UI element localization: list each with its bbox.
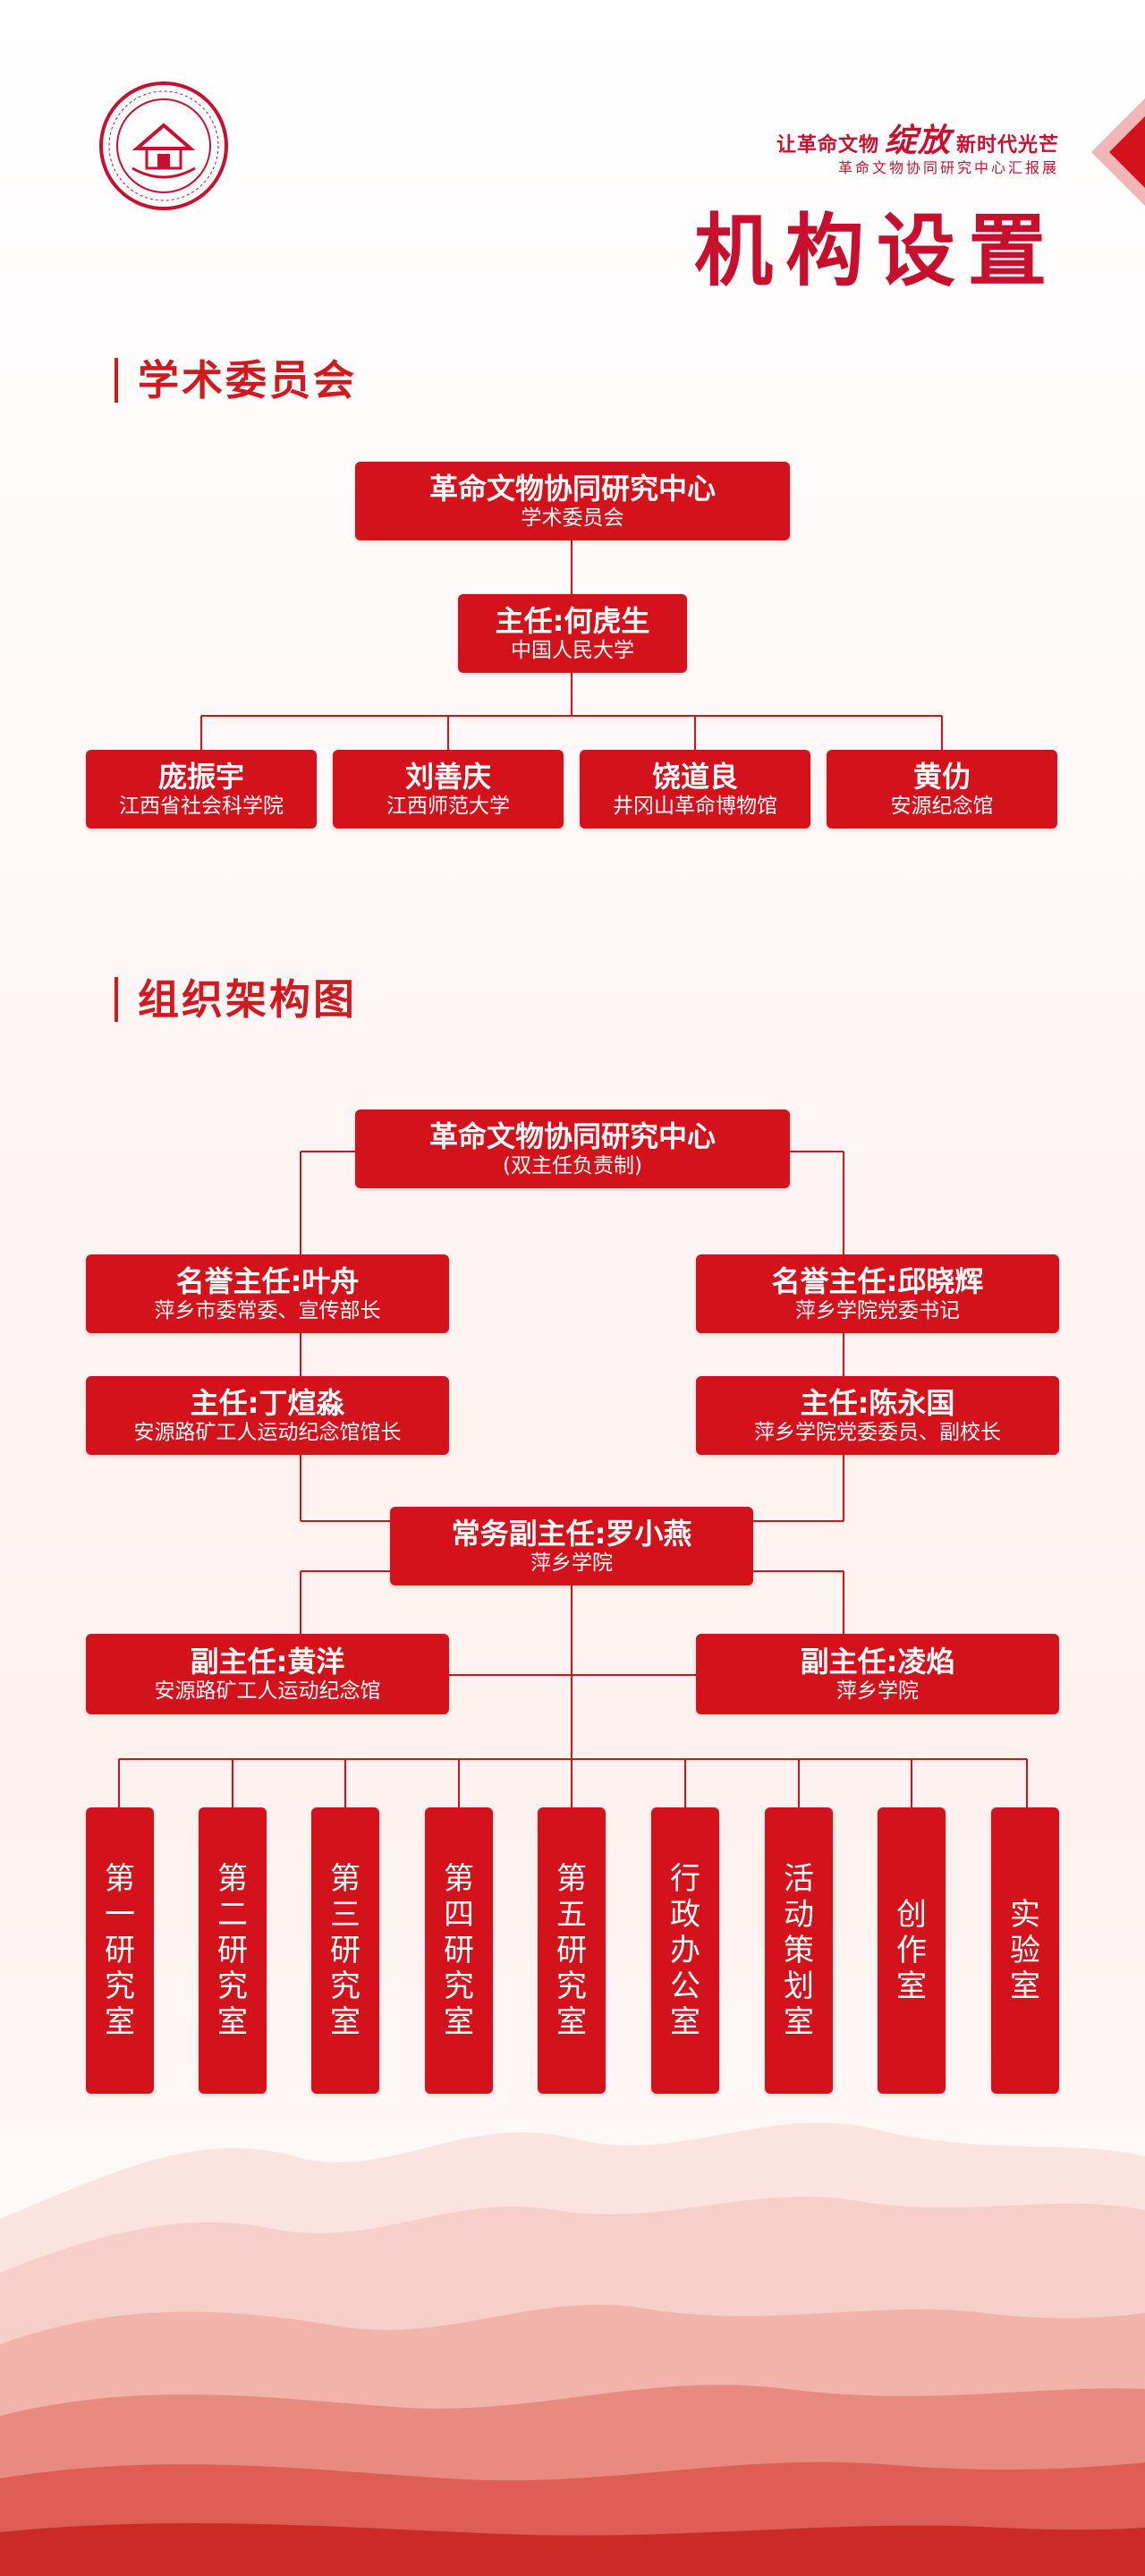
department-label: 第一研究室	[105, 1861, 135, 2040]
department-box: 第五研究室	[538, 1807, 606, 2094]
box-title: 刘善庆	[404, 760, 491, 794]
slogan-big: 绽放	[884, 122, 951, 159]
page-title: 机构设置	[693, 204, 1059, 297]
deputy-director-right-box: 副主任:凌焰 萍乡学院	[696, 1634, 1059, 1714]
academic-member-box: 庞振宇 江西省社会科学院	[86, 750, 317, 829]
department-label: 第四研究室	[444, 1861, 474, 2040]
department-box: 第一研究室	[86, 1807, 154, 2094]
box-subtitle: 学术委员会	[521, 506, 624, 530]
box-title: 主任:何虎生	[495, 604, 650, 638]
mountain-landscape-decoration	[0, 2122, 1145, 2576]
box-title: 常务副主任:罗小燕	[451, 1517, 692, 1551]
slogan-post: 新时代光芒	[955, 134, 1059, 157]
department-label: 第二研究室	[217, 1861, 248, 2040]
box-subtitle: 萍乡学院	[836, 1679, 919, 1703]
box-title: 名誉主任:叶舟	[175, 1264, 360, 1298]
honorary-director-left-box: 名誉主任:叶舟 萍乡市委常委、宣传部长	[86, 1254, 449, 1333]
box-title: 主任:陈永国	[800, 1386, 955, 1420]
box-subtitle: 安源纪念馆	[890, 795, 994, 818]
academic-director-box: 主任:何虎生 中国人民大学	[458, 594, 687, 673]
box-title: 革命文物协同研究中心	[428, 1119, 716, 1153]
box-subtitle: 安源路矿工人运动纪念馆	[154, 1679, 381, 1703]
academic-member-box: 黄仂 安源纪念馆	[827, 750, 1057, 829]
box-subtitle: 萍乡学院	[530, 1552, 613, 1575]
department-box: 行政办公室	[651, 1807, 719, 2094]
department-label: 活动策划室	[784, 1861, 814, 2040]
department-label: 创作室	[896, 1897, 927, 2004]
box-subtitle: 萍乡学院党委委员、副校长	[754, 1421, 1001, 1444]
academic-member-box: 刘善庆 江西师范大学	[333, 750, 564, 829]
department-label: 第三研究室	[330, 1861, 360, 2040]
box-subtitle: 井冈山革命博物馆	[613, 795, 777, 818]
slogan: 让革命文物绽放新时代光芒	[776, 115, 1059, 161]
department-box: 活动策划室	[765, 1807, 833, 2094]
exhibition-subtitle: 革命文物协同研究中心汇报展	[837, 159, 1059, 176]
department-label: 实验室	[1010, 1897, 1040, 2004]
box-subtitle: (双主任负责制)	[503, 1154, 642, 1177]
director-left-box: 主任:丁煊淼 安源路矿工人运动纪念馆馆长	[86, 1376, 449, 1455]
honorary-director-right-box: 名誉主任:邱晓辉 萍乡学院党委书记	[696, 1254, 1059, 1333]
department-box: 第三研究室	[311, 1807, 379, 2094]
org-top-box: 革命文物协同研究中心 (双主任负责制)	[355, 1109, 790, 1188]
box-title: 主任:丁煊淼	[190, 1386, 345, 1420]
box-title: 庞振宇	[157, 760, 244, 794]
department-label: 行政办公室	[670, 1861, 700, 2040]
deputy-director-left-box: 副主任:黄洋 安源路矿工人运动纪念馆	[86, 1634, 449, 1714]
corner-decoration	[1091, 98, 1145, 206]
box-subtitle: 萍乡学院党委书记	[795, 1299, 960, 1322]
department-box: 创作室	[878, 1807, 946, 2094]
seal-logo-icon	[99, 81, 228, 210]
executive-deputy-director-box: 常务副主任:罗小燕 萍乡学院	[390, 1507, 753, 1586]
box-subtitle: 中国人民大学	[511, 639, 634, 662]
director-right-box: 主任:陈永国 萍乡学院党委委员、副校长	[696, 1376, 1059, 1455]
academic-member-box: 饶道良 井冈山革命博物馆	[580, 750, 810, 829]
box-title: 黄仂	[912, 760, 971, 794]
department-box: 第四研究室	[425, 1807, 493, 2094]
section-heading-org: 组织架构图	[114, 977, 357, 1022]
box-subtitle: 萍乡市委常委、宣传部长	[154, 1299, 381, 1322]
box-title: 饶道良	[651, 760, 738, 794]
department-box: 实验室	[991, 1807, 1059, 2094]
section-heading-academic: 学术委员会	[114, 358, 357, 403]
box-subtitle: 江西省社会科学院	[119, 795, 284, 818]
box-title: 副主任:黄洋	[190, 1645, 345, 1679]
department-label: 第五研究室	[556, 1861, 587, 2040]
box-title: 名誉主任:邱晓辉	[771, 1264, 984, 1298]
academic-top-box: 革命文物协同研究中心 学术委员会	[355, 462, 790, 540]
box-title: 革命文物协同研究中心	[428, 472, 716, 506]
slogan-pre: 让革命文物	[776, 134, 879, 157]
box-subtitle: 安源路矿工人运动纪念馆馆长	[133, 1421, 402, 1444]
box-title: 副主任:凌焰	[800, 1645, 955, 1679]
department-box: 第二研究室	[199, 1807, 267, 2094]
box-subtitle: 江西师范大学	[386, 795, 510, 818]
